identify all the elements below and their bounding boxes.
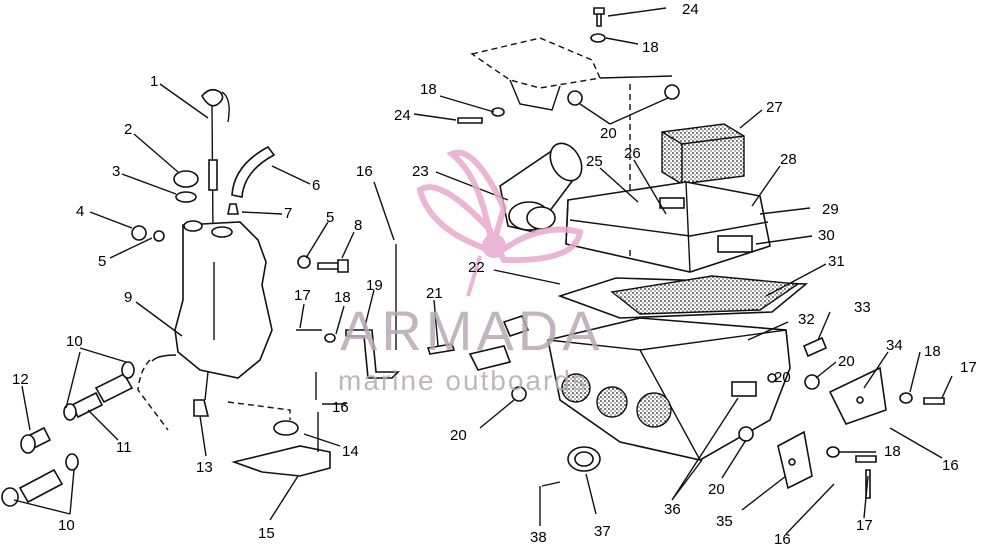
watermark-tagline: marine outboards bbox=[338, 365, 588, 396]
callout-23: 23 bbox=[412, 163, 429, 180]
callout-26: 26 bbox=[624, 145, 641, 162]
callout-10b: 10 bbox=[58, 517, 75, 534]
callout-15: 15 bbox=[258, 525, 275, 542]
callout-20b: 20 bbox=[838, 353, 855, 370]
callout-36: 36 bbox=[664, 501, 681, 518]
callout-16d: 16 bbox=[774, 531, 791, 546]
callout-21: 21 bbox=[426, 285, 443, 302]
callout-18d: 18 bbox=[924, 343, 941, 360]
callout-25: 25 bbox=[586, 153, 603, 170]
callout-37: 37 bbox=[594, 523, 611, 540]
callout-4: 4 bbox=[76, 203, 84, 220]
callout-22: 22 bbox=[468, 259, 485, 276]
callout-19: 19 bbox=[366, 277, 383, 294]
vent-hose bbox=[231, 145, 276, 198]
callout-30: 30 bbox=[818, 227, 835, 244]
callout-34: 34 bbox=[886, 337, 903, 354]
sensor bbox=[502, 315, 530, 337]
callout-5b: 5 bbox=[326, 209, 334, 226]
hose-fitting bbox=[227, 203, 239, 215]
callout-16a: 16 bbox=[356, 163, 373, 180]
clip bbox=[802, 336, 828, 358]
callout-labels: 1 2 3 4 5 5 6 7 8 9 10 10 11 12 13 14 15… bbox=[12, 1, 977, 546]
air-filter bbox=[610, 275, 800, 315]
fuel-filter-group bbox=[1, 361, 135, 507]
filter-element bbox=[661, 123, 745, 185]
screw bbox=[593, 7, 605, 27]
callout-2: 2 bbox=[124, 121, 132, 138]
callout-31: 31 bbox=[828, 253, 845, 270]
bolt bbox=[317, 259, 349, 273]
callout-18c: 18 bbox=[642, 39, 659, 56]
side-bracket bbox=[828, 366, 887, 425]
nut bbox=[131, 225, 147, 241]
callout-10a: 10 bbox=[66, 333, 83, 350]
callout-5a: 5 bbox=[98, 253, 106, 270]
drain-fitting bbox=[193, 399, 210, 417]
air-silencer-group bbox=[296, 7, 945, 499]
callout-20c: 20 bbox=[450, 427, 467, 444]
callout-17c: 17 bbox=[856, 517, 873, 534]
callout-24a: 24 bbox=[682, 1, 699, 18]
watermark-brand: ARMADA bbox=[340, 299, 604, 362]
callout-7: 7 bbox=[284, 205, 292, 222]
callout-24b: 24 bbox=[394, 107, 411, 124]
callout-29: 29 bbox=[822, 201, 839, 218]
callout-28: 28 bbox=[780, 151, 797, 168]
callout-20d: 20 bbox=[708, 481, 725, 498]
callout-20a: 20 bbox=[600, 125, 617, 142]
grommet bbox=[273, 420, 299, 436]
callout-18b: 18 bbox=[420, 81, 437, 98]
tank-bracket bbox=[231, 445, 331, 477]
callout-38: 38 bbox=[530, 529, 547, 546]
armada-watermark: ARMADA marine outboards bbox=[338, 149, 604, 396]
callout-18e: 18 bbox=[884, 443, 901, 460]
filler-cap bbox=[173, 170, 199, 188]
cap-gasket bbox=[175, 191, 197, 203]
callout-32: 32 bbox=[798, 311, 815, 328]
callout-16c: 16 bbox=[942, 457, 959, 474]
callout-12: 12 bbox=[12, 371, 29, 388]
callout-14: 14 bbox=[342, 443, 359, 460]
callout-18a: 18 bbox=[334, 289, 351, 306]
dipstick bbox=[201, 88, 224, 107]
callout-3: 3 bbox=[112, 163, 120, 180]
callout-27: 27 bbox=[766, 99, 783, 116]
washer bbox=[153, 230, 165, 242]
callout-9: 9 bbox=[124, 289, 132, 306]
bracket bbox=[345, 329, 400, 379]
silencer-case bbox=[547, 317, 791, 461]
oil-tank-group bbox=[131, 88, 349, 477]
callout-20e: 20 bbox=[774, 369, 791, 386]
callout-16b: 16 bbox=[332, 399, 349, 416]
callout-33: 33 bbox=[854, 299, 871, 316]
callout-8: 8 bbox=[354, 217, 362, 234]
callout-6: 6 bbox=[312, 177, 320, 194]
callout-1: 1 bbox=[150, 73, 158, 90]
callout-11: 11 bbox=[116, 439, 132, 456]
propeller-logo-icon bbox=[416, 149, 584, 297]
callout-17b: 17 bbox=[960, 359, 977, 376]
callout-13: 13 bbox=[196, 459, 213, 476]
oil-tank bbox=[174, 221, 273, 379]
callout-35: 35 bbox=[716, 513, 733, 530]
callout-17a: 17 bbox=[294, 287, 311, 304]
mount-bracket bbox=[470, 37, 602, 89]
